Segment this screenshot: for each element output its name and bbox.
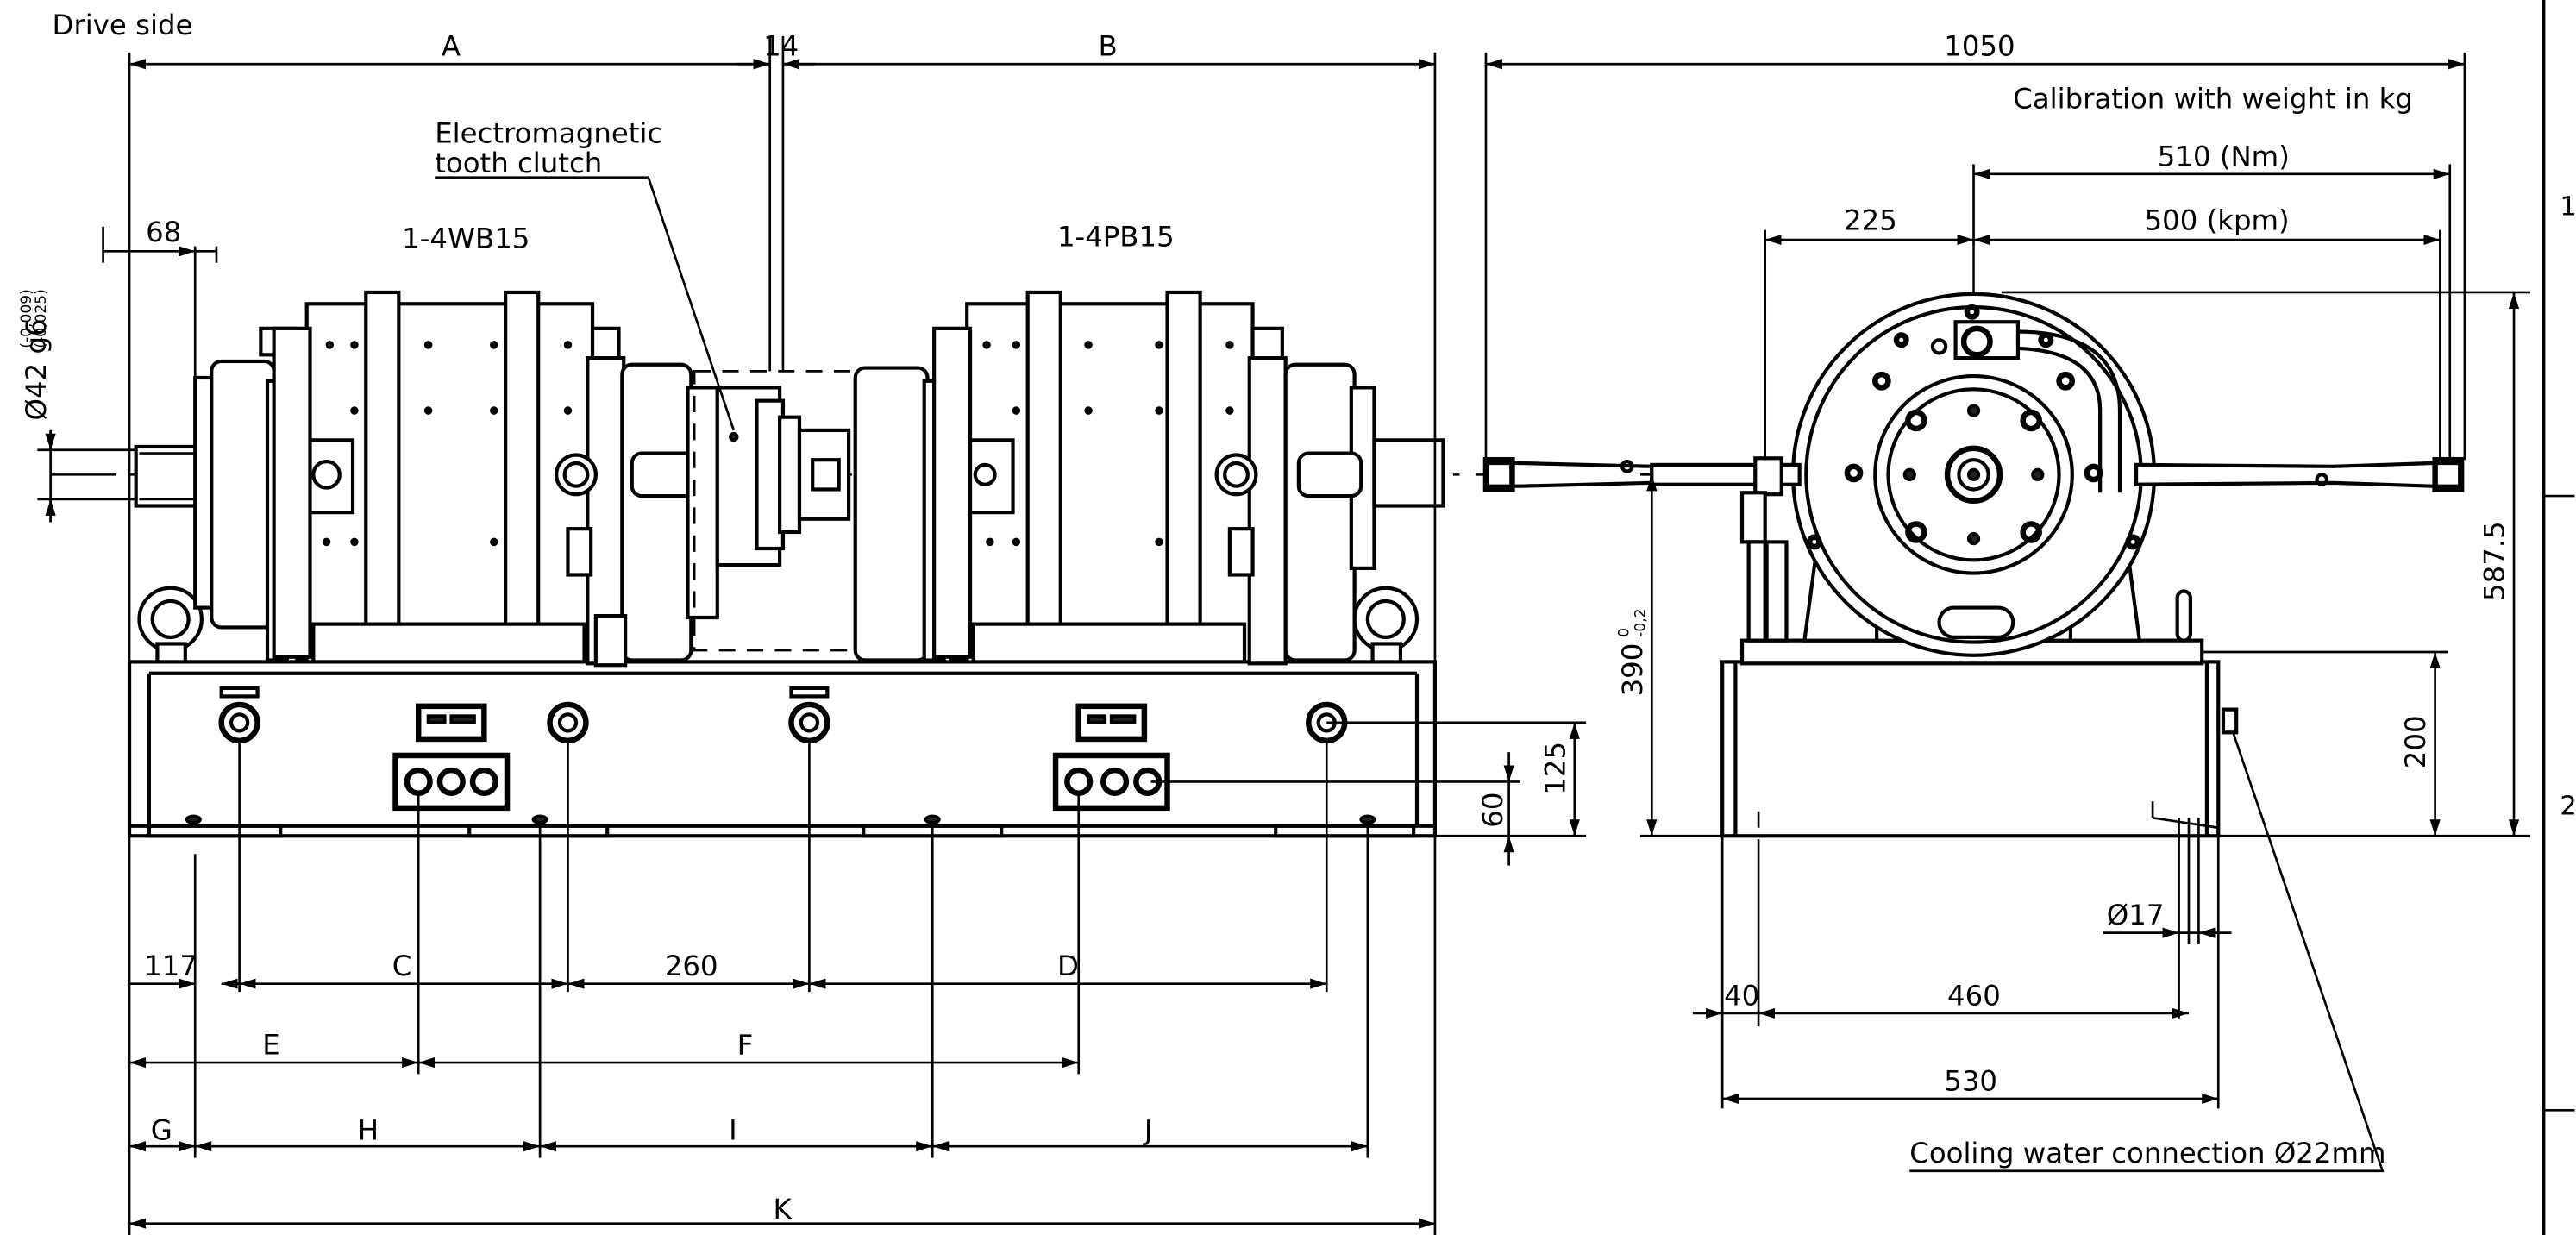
dim-587-5: 587.5 [2479,521,2511,601]
dim-68: 68 [146,216,181,248]
dim-17-diameter: Ø17 [2107,899,2165,931]
calibration-note: Calibration with weight in kg [2013,83,2413,116]
clutch-callout-line1: Electromagnetic [435,117,662,150]
front-view: 1050 Calibration with weight in kg 510 (… [1476,30,2531,1173]
dim-390: 390 [1616,643,1649,697]
base-connectors [218,686,1348,812]
front-view-dimensions: 1050 Calibration with weight in kg 510 (… [1484,30,2531,1109]
dim-d: D [1057,950,1079,982]
cooling-port-2 [547,701,589,744]
lifting-eye-left [137,586,204,664]
dim-b: B [1099,30,1118,63]
dim-510-nm: 510 (Nm) [2158,140,2290,172]
cooling-port-3 [788,686,830,744]
machine-label-left: 1-4WB15 [402,223,530,255]
cooling-leader-line [1909,731,2385,1173]
dim-390-tol-lower: -0,2 [1633,608,1650,636]
dim-500-kpm: 500 (kpm) [2145,204,2290,237]
drawing-frame: 1 2 [2542,0,2576,1235]
dim-260: 260 [665,950,718,982]
zone-marker-2: 2 [2560,792,2576,822]
clutch-callout-line2: tooth clutch [435,147,602,179]
bearing-circle [311,460,342,490]
front-base [1720,660,2221,838]
cooling-water-nozzle [2221,707,2239,735]
terminal-box-left [392,703,511,812]
dim-g: G [151,1114,172,1147]
tooth-clutch [693,370,870,652]
dim-shaft-diameter: Ø42 g6 [20,318,53,420]
calibration-arm-right [2134,456,2465,492]
lifting-eye-right [1352,586,1420,664]
dim-530: 530 [1944,1064,1997,1097]
clutch-leader-line [435,176,736,431]
cooling-water-label: Cooling water connection Ø22mm [1909,1137,2385,1169]
dim-j: J [1143,1114,1153,1147]
dim-1050: 1050 [1944,30,2015,63]
zone-marker-1: 1 [2560,191,2576,222]
dim-i: I [729,1114,737,1147]
dim-40: 40 [1724,979,1759,1012]
cooling-port-1 [218,686,260,744]
dim-117: 117 [144,950,197,982]
machine-bolts [322,341,1234,547]
drive-side-label: Drive side [53,9,193,41]
dim-shaft-tol-lower: (-0,025) [33,289,50,348]
dim-shaft-tol-upper: (-0,009) [18,289,35,348]
machine-1-4pb15 [853,290,1445,666]
terminal-box-right [1052,703,1170,812]
dim-460: 460 [1947,979,2001,1012]
dim-200: 200 [2399,715,2432,768]
dim-c: C [392,950,412,982]
dim-60: 60 [1476,793,1509,828]
housing-bolt-ring [1806,304,2141,550]
machine-1-4wb15 [134,290,719,668]
calibration-arm-left [1482,456,1802,643]
side-view-dimensions: A 14 B 68 Ø42 g6 (-0,009) (-0,025) 117 [18,30,1587,1235]
drive-shaft-end [134,444,201,508]
base-frame [127,660,1438,838]
dim-14: 14 [763,30,799,63]
dim-e: E [262,1029,279,1062]
dim-h: H [358,1114,379,1147]
dim-125: 125 [1539,742,1571,795]
dim-f: F [737,1029,754,1062]
shaft-end [1944,445,2003,505]
dim-a: A [442,30,461,63]
dim-390-tol-upper: 0 [1616,628,1633,637]
dim-225: 225 [1844,204,1897,237]
side-view: A 14 B 68 Ø42 g6 (-0,009) (-0,025) 117 [18,30,1587,1235]
dim-k: K [774,1193,793,1226]
machine-label-right: 1-4PB15 [1057,221,1175,254]
